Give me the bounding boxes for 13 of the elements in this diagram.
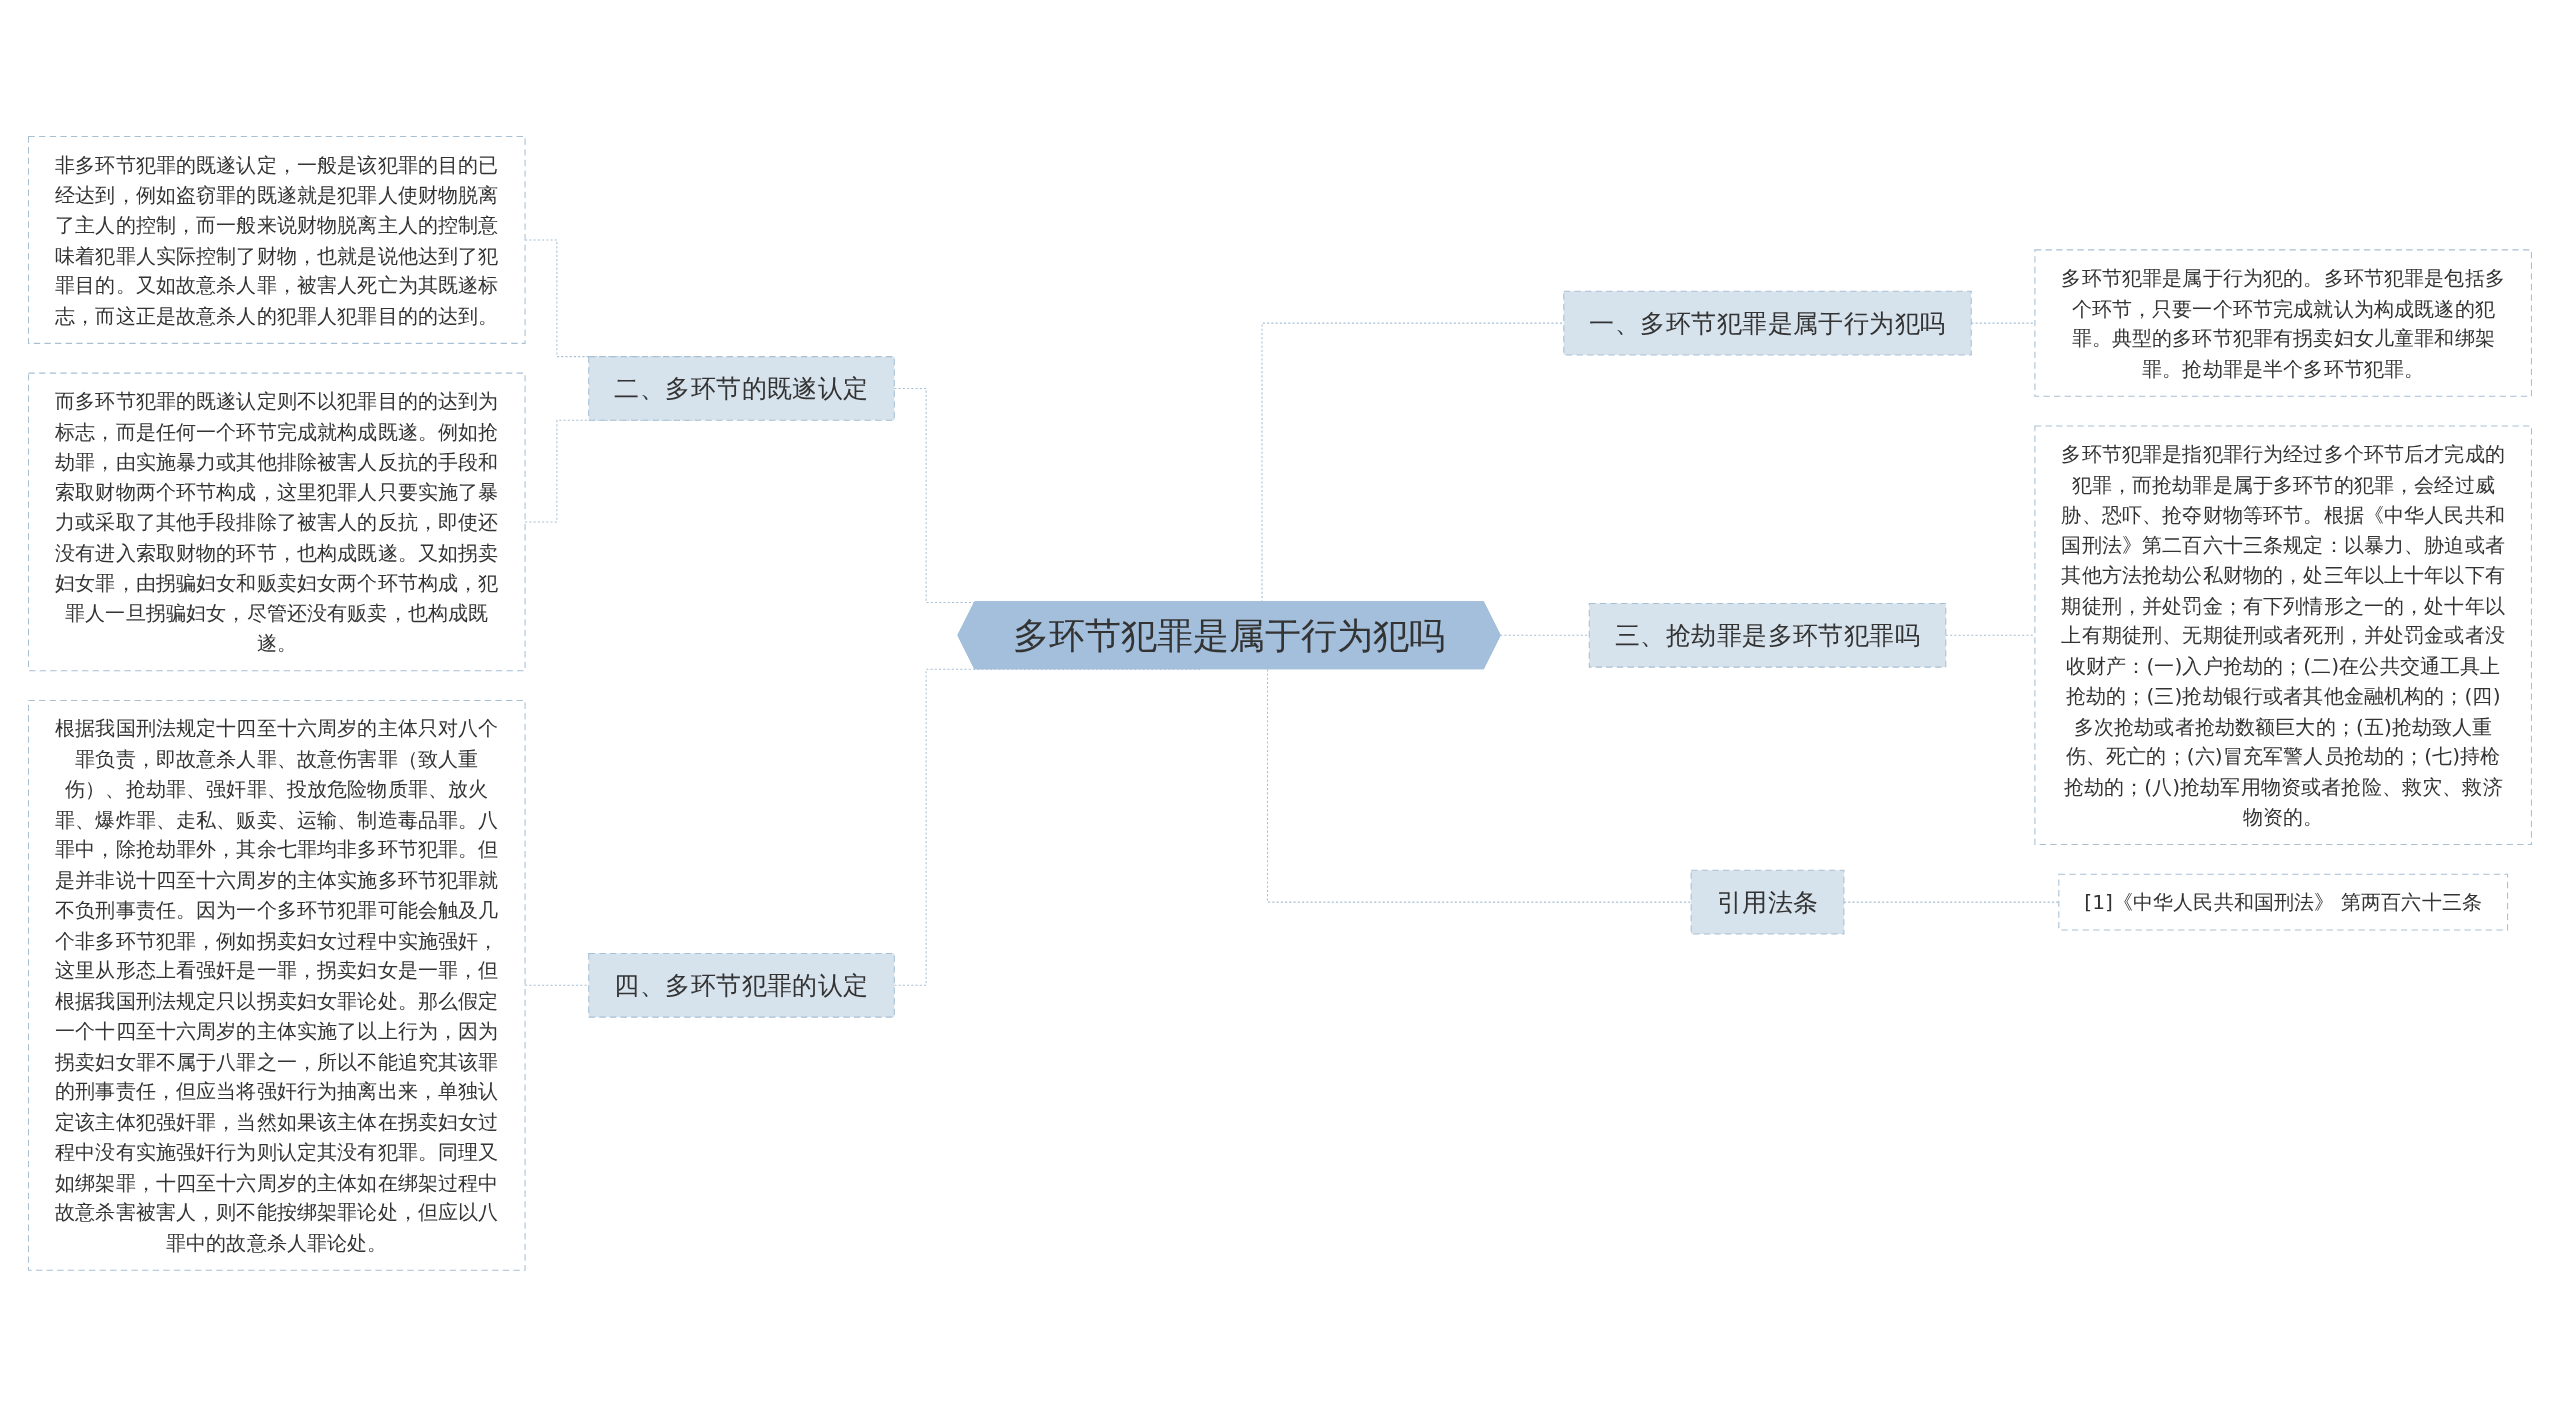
node-box: [1]《中华人民共和国刑法》 第两百六十三条 <box>2058 873 2509 931</box>
node-box: 非多环节犯罪的既遂认定，一般是该犯罪的目的已经达到，例如盗窃罪的既遂就是犯罪人使财物脱离了主人的控制，而一般来说财物脱离主人的控制意味着犯罪人实际控制了财物，也就是说他达到了犯罪目的。又如故意杀人罪，被害人死亡为其既遂标志，而这正是故意杀人的犯罪人犯罪目的的达到。 <box>28 135 526 344</box>
node-box: 一、多环节犯罪是属于行为犯吗 <box>1563 290 1972 356</box>
node-box: 四、多环节犯罪的认定 <box>588 952 895 1018</box>
node-box: 多环节犯罪是属于行为犯的。多环节犯罪是包括多个环节，只要一个环节完成就认为构成既遂的犯罪。典型的多环节犯罪有拐卖妇女儿童罪和绑架罪。抢劫罪是半个多环节犯罪。 <box>2034 249 2532 397</box>
node-box: 而多环节犯罪的既遂认定则不以犯罪目的的达到为标志，而是任何一个环节完成就构成既遂。例如抢劫罪，由实施暴力或其他排除被害人反抗的手段和索取财物两个环节构成，这里犯罪人只要实施了暴力或采取了其他手段排除了被害人的反抗，即使还没有进入索取财物的环节，也构成既遂。又如拐卖妇女罪，由拐骗妇女和贩卖妇女两个环节构成，犯罪人一旦拐骗妇女，尽管还没有贩卖，也构成既遂。 <box>28 372 526 671</box>
node-box: 三、抢劫罪是多环节犯罪吗 <box>1588 602 1947 668</box>
connector <box>1267 668 1692 903</box>
node-box: 引用法条 <box>1690 869 1845 935</box>
node-box: 多环节犯罪是指犯罪行为经过多个环节后才完成的犯罪，而抢劫罪是属于多环节的犯罪，会经过威胁、恐吓、抢夺财物等环节。根据《中华人民共和国刑法》第二百六十三条规定：以暴力、胁迫或者其他方法抢劫公私财物的，处三年以上十年以下有期徒刑，并处罚金；有下列情形之一的，处十年以上有期徒刑、无期徒刑或者死刑，并处罚金或者没收财产：(一)入户抢劫的；(二)在公共交通工具上抢劫的；(三)抢劫银行或者其他金融机构的；(四)多次抢劫或者抢劫数额巨大的；(五)抢劫致人重伤、死亡的；(六)冒充军警人员抢劫的；(七)持枪抢劫的；(八)抢劫军用物资或者抢险、救灾、救济物资的。 <box>2034 425 2532 845</box>
node-box: 二、多环节的既遂认定 <box>588 355 895 421</box>
node-box: 根据我国刑法规定十四至十六周岁的主体只对八个罪负责，即故意杀人罪、故意伤害罪（致人重伤）、抢劫罪、强奸罪、投放危险物质罪、放火罪、爆炸罪、走私、贩卖、运输、制造毒品罪。八罪中，除抢劫罪外，其余七罪均非多环节犯罪。但是并非说十四至十六周岁的主体实施多环节犯罪就不负刑事责任。因为一个多环节犯罪可能会触及几个非多环节犯罪，例如拐卖妇女过程中实施强奸，这里从形态上看强奸是一罪，拐卖妇女是一罪，但根据我国刑法规定只以拐卖妇女罪论处。那么假定一个十四至十六周岁的主体实施了以上行为，因为拐卖妇女罪不属于八罪之一，所以不能追究其该罪的刑事责任，但应当将强奸行为抽离出来，单独认定该主体犯强奸罪，当然如果该主体在拐卖妇女过程中没有实施强奸行为则认定其没有犯罪。同理又如绑架罪，十四至十六周岁的主体如在绑架过程中故意杀害被害人，则不能按绑架罪论处，但应以八罪中的故意杀人罪论处。 <box>28 699 526 1271</box>
connector <box>1500 634 1590 636</box>
